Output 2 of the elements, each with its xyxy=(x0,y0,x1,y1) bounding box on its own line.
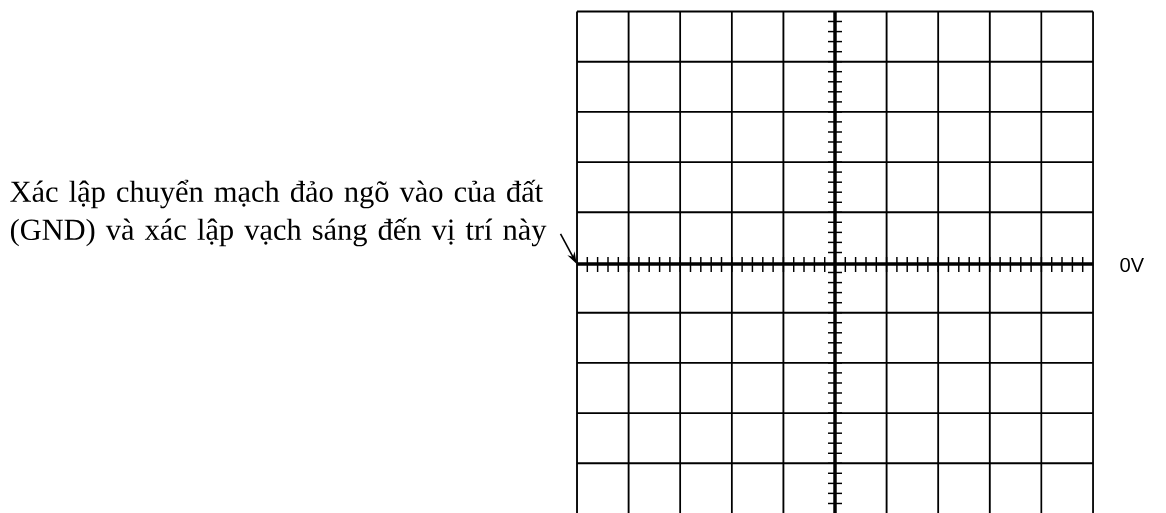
voltage-label: 0V xyxy=(1120,257,1144,273)
annotation-text: Xác lập chuyển mạch đảo ngõ vào của đất (GND) và xác lập vạch sáng đến vị trí này xyxy=(10,179,547,247)
